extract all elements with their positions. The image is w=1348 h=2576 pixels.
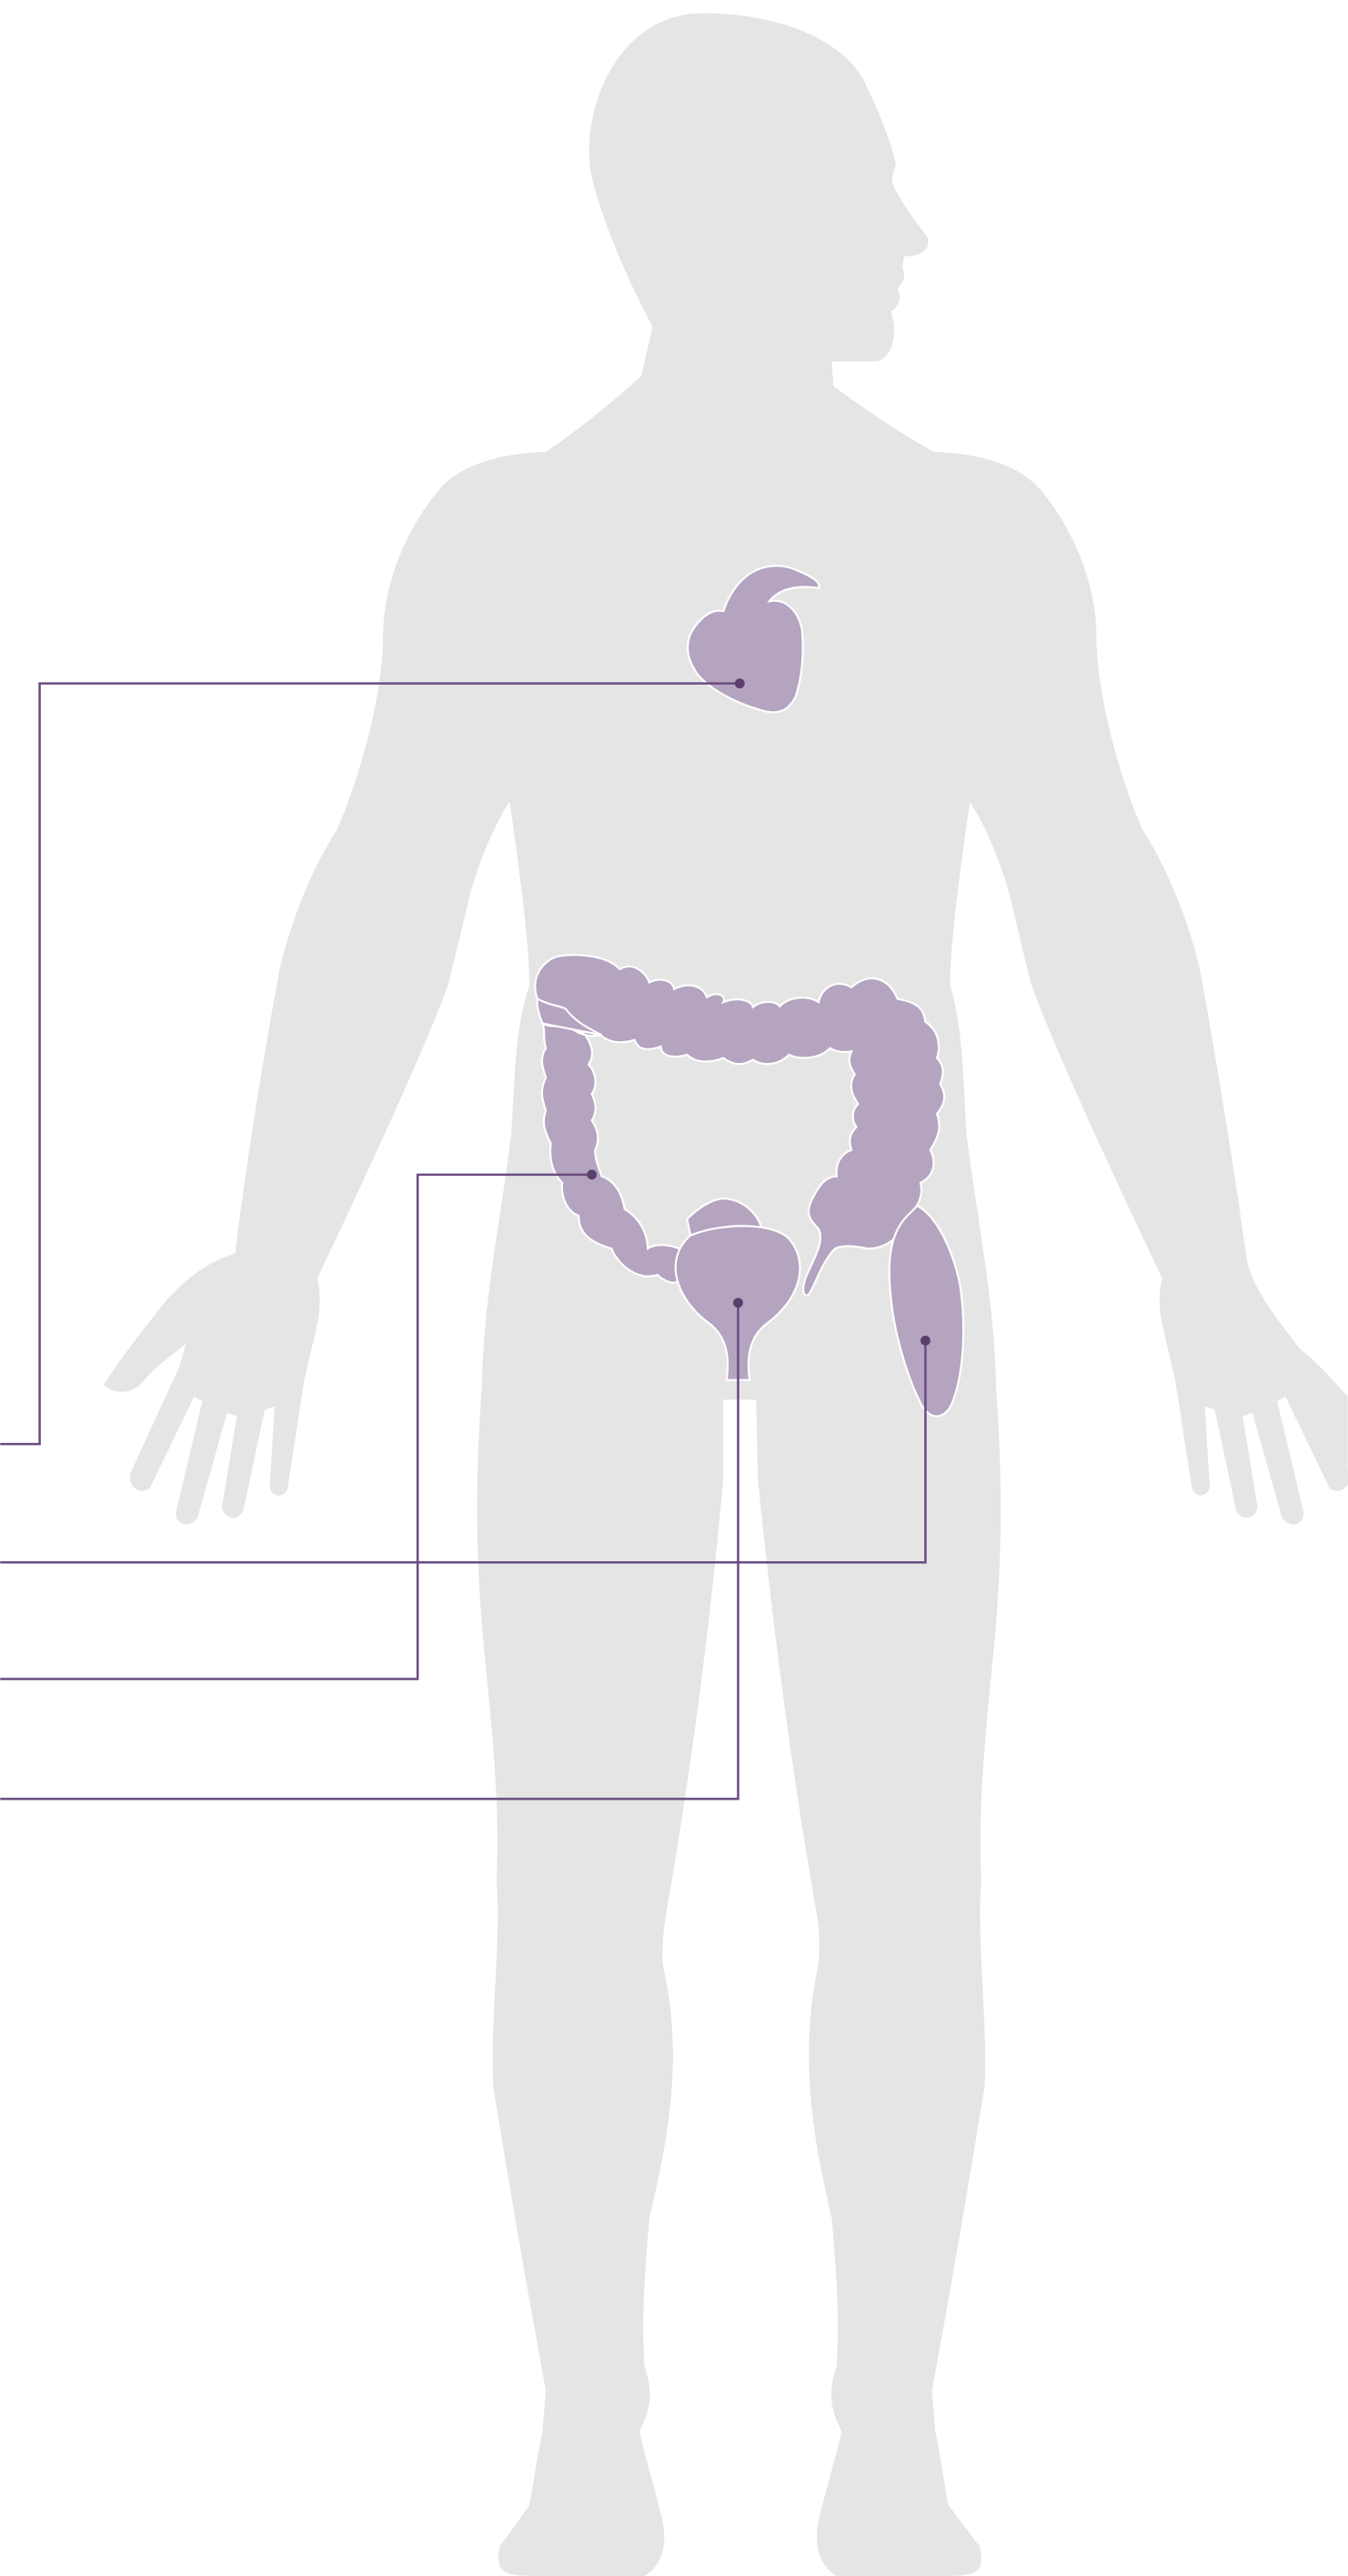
head-shape — [546, 13, 933, 476]
marker-dot-bladder — [733, 1298, 743, 1308]
body-shape — [104, 452, 1348, 2576]
marker-dot-colon — [587, 1169, 597, 1179]
marker-dot-stomach — [735, 678, 745, 688]
marker-dot-sigmoid — [920, 1336, 931, 1346]
